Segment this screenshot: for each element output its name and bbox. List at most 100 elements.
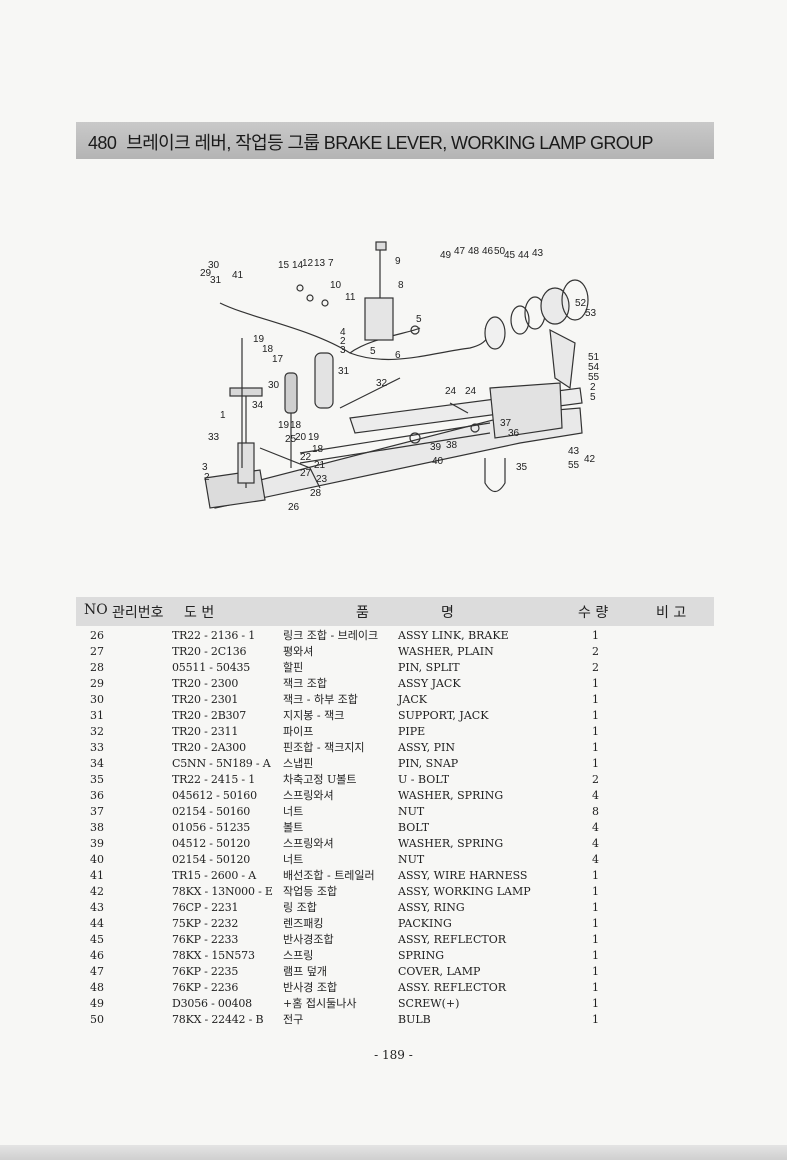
row-english-name: ASSY JACK xyxy=(398,677,461,690)
svg-text:49: 49 xyxy=(440,250,452,261)
row-no: 34 xyxy=(90,757,104,770)
svg-text:32: 32 xyxy=(376,378,388,389)
header-part: 품 xyxy=(356,605,369,621)
row-quantity: 1 xyxy=(592,693,599,706)
svg-text:22: 22 xyxy=(300,452,312,463)
svg-text:52: 52 xyxy=(575,298,587,309)
svg-text:4: 4 xyxy=(340,327,346,338)
svg-text:15: 15 xyxy=(278,260,290,271)
svg-text:13: 13 xyxy=(314,258,326,269)
svg-text:40: 40 xyxy=(432,456,444,467)
row-english-name: SPRING xyxy=(398,949,444,962)
row-part-number: 76KP - 2235 xyxy=(172,965,239,978)
svg-text:47: 47 xyxy=(454,246,466,257)
svg-text:1: 1 xyxy=(220,410,226,421)
svg-text:17: 17 xyxy=(272,354,284,365)
row-english-name: PIPE xyxy=(398,725,426,738)
bottom-strip xyxy=(0,1145,787,1160)
svg-text:34: 34 xyxy=(252,400,264,411)
svg-text:2: 2 xyxy=(340,336,346,347)
row-english-name: WASHER, SPRING xyxy=(398,789,504,802)
row-korean-name: 스프링와셔 xyxy=(283,789,334,802)
row-korean-name: 잭크 조합 xyxy=(283,677,327,690)
row-korean-name: 링 조합 xyxy=(283,901,317,914)
svg-text:5: 5 xyxy=(416,314,422,325)
svg-text:18: 18 xyxy=(262,344,274,355)
row-quantity: 2 xyxy=(592,773,599,786)
row-no: 40 xyxy=(90,853,104,866)
row-quantity: 4 xyxy=(592,789,599,802)
row-quantity: 1 xyxy=(592,1013,599,1026)
row-part-number: 76KP - 2233 xyxy=(172,933,239,946)
header-name: 명 xyxy=(441,605,454,621)
svg-text:31: 31 xyxy=(338,366,350,377)
svg-text:6: 6 xyxy=(395,350,401,361)
svg-text:19: 19 xyxy=(278,420,290,431)
svg-text:46: 46 xyxy=(482,246,494,257)
row-korean-name: 작업등 조합 xyxy=(283,885,338,898)
row-part-number: 78KX - 22442 - B xyxy=(172,1013,264,1026)
row-no: 26 xyxy=(90,629,104,642)
row-korean-name: 스냅핀 xyxy=(283,757,314,770)
svg-text:30: 30 xyxy=(208,260,220,271)
svg-text:3: 3 xyxy=(202,462,208,473)
svg-text:21: 21 xyxy=(314,460,326,471)
svg-text:24: 24 xyxy=(465,386,477,397)
row-quantity: 1 xyxy=(592,709,599,722)
row-quantity: 1 xyxy=(592,997,599,1010)
svg-text:25: 25 xyxy=(285,434,297,445)
svg-text:19: 19 xyxy=(253,334,265,345)
svg-text:11: 11 xyxy=(345,292,356,303)
row-no: 48 xyxy=(90,981,104,994)
svg-text:44: 44 xyxy=(518,250,530,261)
row-english-name: U - BOLT xyxy=(398,773,450,786)
row-part-number: TR20 - 2300 xyxy=(172,677,239,690)
row-no: 33 xyxy=(90,741,104,754)
svg-text:37: 37 xyxy=(500,418,512,429)
row-no: 37 xyxy=(90,805,104,818)
row-part-number: 05511 - 50435 xyxy=(172,661,251,674)
row-no: 49 xyxy=(90,997,104,1010)
row-english-name: ASSY, WORKING LAMP xyxy=(398,885,531,898)
row-english-name: WASHER, PLAIN xyxy=(398,645,494,658)
row-no: 42 xyxy=(90,885,104,898)
row-english-name: WASHER, SPRING xyxy=(398,837,504,850)
svg-text:53: 53 xyxy=(585,308,597,319)
svg-text:55: 55 xyxy=(588,372,600,383)
svg-text:23: 23 xyxy=(316,474,328,485)
row-korean-name: 핀조합 - 잭크지지 xyxy=(283,741,365,754)
row-part-number: C5NN - 5N189 - A xyxy=(172,757,271,770)
svg-text:20: 20 xyxy=(295,432,307,443)
row-quantity: 1 xyxy=(592,757,599,770)
svg-text:5: 5 xyxy=(370,346,376,357)
row-part-number: TR20 - 2A300 xyxy=(172,741,246,754)
section-title-text: 브레이크 레버, 작업등 그룹 BRAKE LEVER, WORKING LAM… xyxy=(126,133,653,153)
row-no: 32 xyxy=(90,725,104,738)
svg-text:18: 18 xyxy=(290,420,302,431)
row-part-number: TR15 - 2600 - A xyxy=(172,869,256,882)
row-no: 45 xyxy=(90,933,104,946)
row-english-name: ASSY, PIN xyxy=(398,741,456,754)
row-english-name: ASSY, WIRE HARNESS xyxy=(398,869,528,882)
svg-text:27: 27 xyxy=(300,468,312,479)
row-quantity: 1 xyxy=(592,901,599,914)
row-quantity: 4 xyxy=(592,821,599,834)
row-english-name: ASSY, REFLECTOR xyxy=(398,933,506,946)
row-quantity: 2 xyxy=(592,661,599,674)
svg-text:7: 7 xyxy=(328,258,334,269)
row-no: 35 xyxy=(90,773,104,786)
row-quantity: 1 xyxy=(592,965,599,978)
